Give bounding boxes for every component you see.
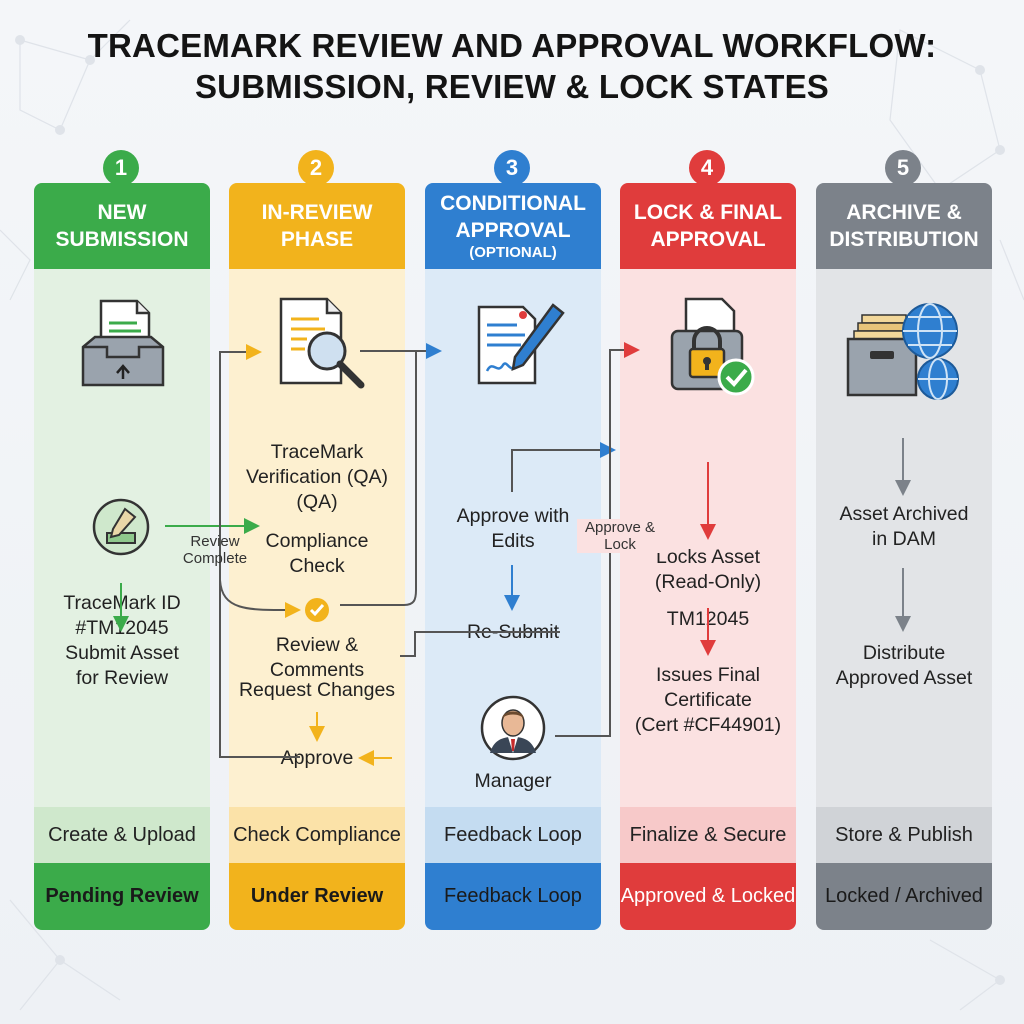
- column-archive-distribution: ARCHIVE & DISTRIBUTION Store & Publish L…: [816, 183, 992, 930]
- step-line: TraceMark: [270, 441, 364, 463]
- step-review-comments: Review & Comments: [269, 634, 365, 681]
- check-circle-icon: [305, 598, 329, 622]
- step-line: Edits: [491, 530, 535, 552]
- step-request-changes: Request Changes: [238, 679, 396, 701]
- step-line: (QA): [296, 491, 338, 513]
- arrow-to-check: [219, 579, 301, 619]
- column-in-review: IN-REVIEW PHASE Check Compliance Under R…: [229, 183, 405, 930]
- connector-label-line: Lock: [604, 536, 636, 553]
- connector-label-approve-lock: Approve & Lock: [577, 519, 663, 553]
- step-line: Issues Final: [655, 664, 761, 686]
- connector-label-line: Review: [190, 533, 240, 550]
- step-tracemark-verification: TraceMark Verification (QA) (QA): [229, 440, 405, 515]
- column-footer-action: Finalize & Secure: [620, 807, 796, 863]
- column-body: [425, 269, 601, 807]
- step-approve-with-edits: Approve with Edits: [425, 504, 601, 554]
- step-number-badge-3: 3: [494, 150, 530, 186]
- arrow-loop-into-review: [219, 344, 300, 758]
- inbox-document-icon: [81, 299, 165, 387]
- column-header: LOCK & FINAL APPROVAL: [620, 183, 796, 269]
- header-line: IN-REVIEW: [261, 201, 373, 224]
- column-status-badge: Locked / Archived: [816, 863, 992, 930]
- manager-label: Manager: [474, 770, 552, 792]
- column-header: ARCHIVE & DISTRIBUTION: [816, 183, 992, 269]
- header-line: ARCHIVE &: [846, 201, 962, 224]
- step-line: in DAM: [872, 528, 936, 550]
- document-pen-icon: [477, 303, 565, 385]
- column-body: [816, 269, 992, 807]
- header-line: LOCK & FINAL: [633, 201, 783, 224]
- step-line: Verification (QA): [246, 466, 388, 488]
- step-line: Certificate: [664, 689, 752, 711]
- step-approve: Approve: [280, 747, 354, 769]
- step-line: Distribute: [862, 642, 946, 664]
- step-number-badge-2: 2: [298, 150, 334, 186]
- arrow-approve-lock-branch: [511, 442, 616, 492]
- header-line: APPROVAL: [455, 219, 571, 242]
- column-status-badge: Approved & Locked: [620, 863, 796, 930]
- diagram-title-line-1: TRACEMARK REVIEW AND APPROVAL WORKFLOW:: [87, 27, 937, 64]
- header-line: APPROVAL: [650, 228, 766, 251]
- column-new-submission: NEW SUBMISSION TraceMark ID #TM12045 Cre…: [34, 183, 210, 930]
- arrow-resubmit-to-review: [400, 631, 560, 657]
- diagram-title-line-2: SUBMISSION, REVIEW & LOCK STATES: [194, 68, 830, 105]
- column-status-badge: Pending Review: [34, 863, 210, 930]
- step-number-badge-5: 5: [885, 150, 921, 186]
- header-line: PHASE: [280, 228, 354, 251]
- step-line: Check: [289, 555, 345, 577]
- step-distribute-asset: Distribute Approved Asset: [816, 641, 992, 691]
- column-footer-action: Feedback Loop: [425, 807, 601, 863]
- column-header: IN-REVIEW PHASE: [229, 183, 405, 269]
- step-line: Compliance: [265, 530, 369, 552]
- step-compliance-check: Compliance Check: [229, 529, 405, 579]
- arrow-feedback-return: [340, 352, 417, 606]
- step-line: Submit Asset: [65, 642, 179, 664]
- connector-label-line: Approve &: [584, 519, 656, 536]
- column-conditional-approval: CONDITIONAL APPROVAL (OPTIONAL) Feedback…: [425, 183, 601, 930]
- step-line: (Read-Only): [654, 571, 762, 593]
- column-footer-action: Check Compliance: [229, 807, 405, 863]
- column-status-badge: Feedback Loop: [425, 863, 601, 930]
- column-body: TraceMark ID #TM12045: [34, 269, 210, 807]
- column-lock-final-approval: LOCK & FINAL APPROVAL TM12045 Finalize &…: [620, 183, 796, 930]
- header-line: CONDITIONAL: [440, 192, 586, 215]
- column-body: [229, 269, 405, 807]
- step-line: Asset Archived: [839, 503, 969, 525]
- header-line: SUBMISSION: [55, 228, 189, 251]
- step-line: for Review: [75, 667, 169, 689]
- locked-document-icon: [670, 297, 755, 396]
- manager-avatar-icon: [480, 695, 546, 761]
- step-line: Locks Asset: [655, 546, 761, 568]
- sign-document-icon: [92, 498, 150, 556]
- step-line: (Cert #CF44901): [634, 714, 782, 736]
- step-line: Approve with: [456, 505, 570, 527]
- column-footer-action: Create & Upload: [34, 807, 210, 863]
- archive-globe-icon: [846, 303, 959, 400]
- step-issues-certificate: Issues Final Certificate (Cert #CF44901): [620, 663, 796, 738]
- step-submit-asset: Submit Asset for Review: [34, 641, 210, 691]
- step-locks-asset: Locks Asset (Read-Only): [620, 545, 796, 595]
- step-line: Approved Asset: [835, 667, 973, 689]
- header-line: DISTRIBUTION: [829, 228, 979, 251]
- column-header: NEW SUBMISSION: [34, 183, 210, 269]
- step-number-badge-4: 4: [689, 150, 725, 186]
- step-asset-archived: Asset Archived in DAM: [816, 502, 992, 552]
- column-status-badge: Under Review: [229, 863, 405, 930]
- connector-label-review-complete: Review Complete: [178, 533, 252, 567]
- header-line: NEW: [97, 201, 147, 224]
- column-footer-action: Store & Publish: [816, 807, 992, 863]
- header-subtitle: (OPTIONAL): [469, 244, 557, 261]
- document-magnifier-icon: [279, 297, 365, 389]
- column-header: CONDITIONAL APPROVAL (OPTIONAL): [425, 183, 601, 269]
- connector-label-line: Complete: [182, 550, 248, 567]
- step-number-badge-1: 1: [103, 150, 139, 186]
